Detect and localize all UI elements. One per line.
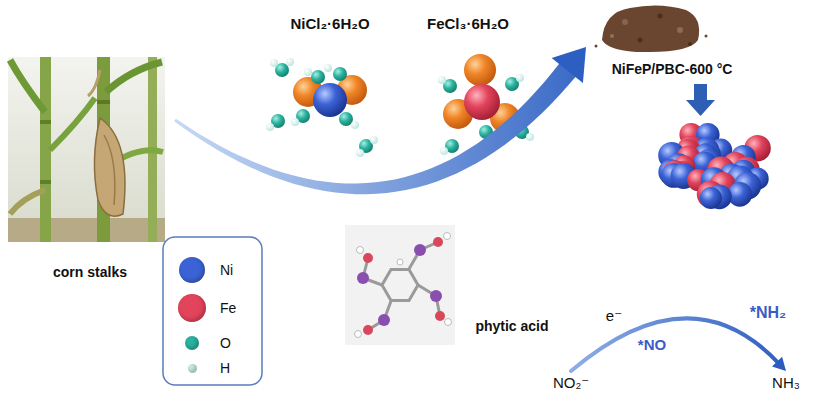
phytic-acid-molecule (345, 225, 455, 345)
catalyst-powder-photo (677, 27, 683, 33)
formula-label: FeCl₃·6H₂O (427, 15, 509, 33)
arrow-head (772, 357, 786, 371)
down-arrow (694, 84, 707, 100)
molecule-label: phytic acid (475, 318, 548, 335)
legend-swatch (179, 257, 205, 283)
legend-text: Fe (220, 300, 236, 317)
phytic-acid-molecule (363, 242, 440, 330)
node-box: NO₂⁻ (548, 372, 594, 394)
iron-chloride-hydrate (440, 147, 448, 155)
phytic-acid-molecule (397, 259, 403, 265)
catalyst-powder-photo (638, 38, 643, 43)
nickel-chloride-hydrate (333, 67, 347, 81)
phytic-acid-molecule (433, 237, 443, 247)
catalyst-particle-cluster (658, 123, 771, 209)
catalyst-powder-photo (595, 45, 598, 48)
corn-stalk-photo (8, 57, 165, 242)
legend-swatch (178, 294, 206, 322)
catalyst-powder-photo (595, 5, 708, 52)
corn-stalk-photo (40, 120, 51, 124)
phytic-acid-molecule (363, 325, 373, 335)
iron-chloride-hydrate (526, 133, 534, 141)
node-box: corn stalks (5, 55, 175, 283)
iron-chloride-hydrate (438, 76, 446, 84)
nickel-chloride-hydrate (286, 58, 294, 66)
corn-stalk-photo (8, 218, 165, 242)
phytic-acid-molecule (382, 269, 418, 300)
phytic-acid-molecule (414, 244, 426, 256)
corn-stalk-photo (97, 100, 110, 104)
phytic-acid-molecule (378, 314, 390, 326)
phytic-acid-molecule (363, 253, 373, 263)
phytic-acid-molecule (355, 331, 362, 338)
corn-stalk-photo (50, 98, 95, 150)
catalyst-powder-photo (658, 14, 663, 19)
catalyst-sphere (700, 187, 722, 209)
nickel-chloride-hydrate (304, 68, 312, 76)
catalyst-powder-photo (610, 34, 614, 38)
electron-label: e⁻ (606, 307, 622, 325)
phytic-acid-molecule (345, 225, 455, 345)
legend-swatch (185, 336, 199, 350)
nickel-chloride-hydrate (266, 58, 378, 157)
down-arrow (686, 100, 715, 116)
catalyst-powder-photo (705, 35, 708, 38)
phytic-acid-molecule (357, 247, 364, 254)
node-box: NH₃ (767, 372, 805, 394)
catalyst-powder-photo (602, 5, 699, 52)
process-arrow (174, 47, 586, 194)
corn-stalk-photo (106, 62, 162, 92)
corn-stalk-photo (40, 57, 51, 242)
intermediate-label: *NO (638, 336, 666, 354)
formula-label: NiCl₂·6H₂O (290, 15, 369, 33)
nickel-chloride-hydrate (351, 121, 359, 129)
phytic-acid-molecule (357, 272, 369, 284)
legend-text: Ni (220, 262, 233, 279)
node-label: NiFeP/PBC-600 °C (612, 61, 733, 78)
node-box: NiFeP/PBC-600 °C (586, 2, 758, 80)
iron-chloride-hydrate (516, 74, 524, 82)
intermediate-label: *NH₂ (750, 303, 786, 322)
corn-stalk-photo (88, 70, 100, 96)
nickel-chloride-hydrate (339, 112, 353, 126)
nickel-chloride-hydrate (270, 59, 278, 67)
legend-text: O (220, 335, 231, 352)
iron-chloride-hydrate (464, 54, 496, 86)
corn-stalk-photo (10, 190, 45, 214)
phytic-acid-molecule (430, 290, 442, 302)
nickel-chloride-hydrate (266, 123, 274, 131)
arrow-head (552, 47, 586, 83)
nickel-chloride-hydrate (291, 118, 299, 126)
nickel-chloride-hydrate (356, 149, 364, 157)
phytic-acid-molecule (445, 319, 452, 326)
nickel-chloride-hydrate (313, 83, 347, 117)
down-arrow (686, 84, 715, 116)
nickel-chloride-hydrate (324, 64, 332, 72)
node-label: NO₂⁻ (553, 374, 589, 392)
arrow-body (174, 62, 577, 195)
catalyst-powder-photo (622, 19, 628, 25)
reaction-arrow (571, 318, 786, 371)
corn-stalk-photo (10, 60, 45, 112)
node-label: NH₃ (772, 374, 800, 392)
phytic-acid-molecule (444, 233, 451, 240)
iron-chloride-hydrate (464, 84, 500, 120)
legend-frame (163, 237, 262, 385)
corn-stalk-photo (94, 118, 125, 216)
corn-stalk-photo (104, 135, 115, 205)
catalyst-powder-photo (688, 42, 692, 46)
node-label: corn stalks (53, 264, 127, 281)
nickel-chloride-hydrate (311, 70, 325, 84)
corn-stalk-photo (40, 180, 51, 184)
legend-swatch (188, 364, 197, 373)
arrow-body (571, 318, 778, 371)
phytic-acid-molecule (435, 311, 445, 321)
nickel-chloride-hydrate (370, 136, 378, 144)
legend-text: H (220, 360, 230, 377)
corn-stalk-photo (8, 57, 165, 242)
